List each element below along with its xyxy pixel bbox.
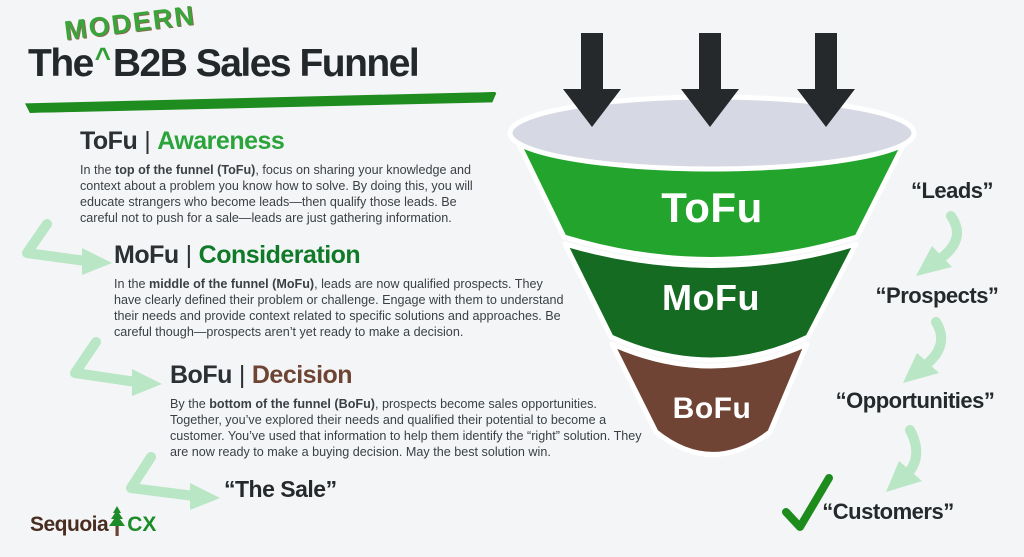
flow-label-opportunities: “Opportunities”: [835, 388, 995, 413]
page-title: The^B2B Sales Funnel: [28, 42, 420, 86]
tofu-description: In the top of the funnel (ToFu), focus o…: [80, 162, 492, 226]
section-bofu: BoFu|Decision By the bottom of the funne…: [170, 361, 642, 460]
tofu-divider: |: [144, 127, 151, 155]
sequoia-cx-logo: Sequoia CX: [30, 505, 156, 537]
funnel-label-tofu: ToFu: [661, 184, 763, 231]
tofu-heading: ToFu|Awareness: [80, 127, 492, 156]
funnel-band-mofu: [562, 241, 859, 363]
flow-label-customers: “Customers”: [822, 499, 954, 524]
inflow-arrow-middle-icon: [681, 33, 739, 127]
title-part-rest: B2B Sales Funnel: [112, 42, 420, 85]
title-part-the: The: [28, 42, 94, 85]
bofu-abbr: BoFu: [170, 361, 232, 389]
bofu-stage: Decision: [251, 361, 353, 389]
mofu-divider: |: [185, 241, 193, 269]
bofu-heading: BoFu|Decision: [170, 361, 642, 390]
bofu-description-rest: , prospects become sales opportunities. …: [170, 397, 642, 459]
mofu-heading: MoFu|Consideration: [114, 241, 572, 270]
title-underline-brush: [25, 92, 497, 113]
arrow-mofu-to-bofu-icon: [70, 337, 162, 396]
mofu-stage: Consideration: [198, 241, 361, 269]
funnel-label-bofu: BoFu: [673, 392, 752, 425]
flow-label-leads: “Leads”: [910, 178, 994, 203]
mofu-abbr: MoFu: [114, 241, 179, 269]
modern-annotation: MODERN: [62, 0, 198, 46]
bofu-description: By the bottom of the funnel (BoFu), pros…: [170, 396, 642, 460]
tofu-abbr: ToFu: [80, 127, 138, 155]
tofu-description-intro: In the: [80, 163, 116, 177]
sequoia-tree-icon: [109, 506, 126, 536]
caret-icon: ^: [94, 42, 112, 73]
tofu-stage: Awareness: [157, 127, 285, 155]
arrow-tofu-to-mofu-icon: [22, 219, 112, 275]
sales-funnel-graphic: ToFu MoFu BoFu: [507, 33, 917, 457]
arrow-bofu-to-sale-icon: [126, 452, 220, 510]
section-tofu: ToFu|Awareness In the top of the funnel …: [80, 127, 492, 226]
bofu-description-intro: By the: [170, 397, 210, 411]
funnel-band-bofu: [609, 341, 810, 457]
logo-suffix: CX: [127, 513, 157, 536]
logo-word: Sequoia: [30, 513, 109, 536]
tofu-description-rest: , focus on sharing your knowledge and co…: [80, 163, 473, 225]
bofu-divider: |: [238, 361, 246, 389]
section-mofu: MoFu|Consideration In the middle of the …: [114, 241, 572, 340]
tofu-description-bold: top of the funnel (ToFu): [115, 163, 256, 177]
funnel-label-mofu: MoFu: [662, 277, 760, 318]
mofu-description-bold: middle of the funnel (MoFu): [149, 277, 315, 291]
flow-label-prospects: “Prospects”: [875, 283, 999, 308]
mofu-description: In the middle of the funnel (MoFu), lead…: [114, 276, 572, 340]
inflow-arrow-right-icon: [797, 33, 855, 127]
inflow-arrow-left-icon: [563, 33, 621, 127]
mofu-description-rest: , leads are now qualified prospects. The…: [114, 277, 564, 339]
bofu-description-bold: bottom of the funnel (BoFu): [209, 397, 375, 411]
mofu-description-intro: In the: [114, 277, 150, 291]
flow-label-the-sale: “The Sale”: [224, 476, 337, 502]
